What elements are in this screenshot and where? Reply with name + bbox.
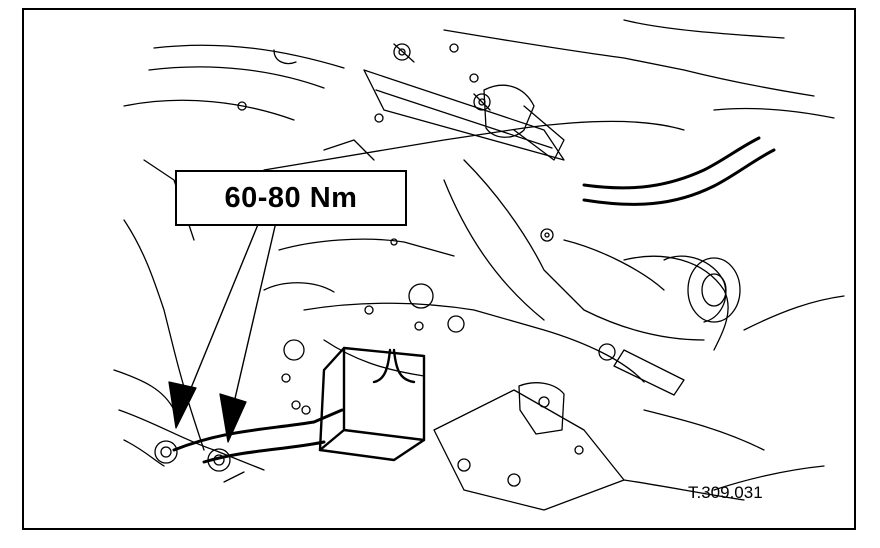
figure-reference: T.309.031 [688,483,763,502]
arrow-down-icon [168,381,247,443]
hose [582,136,776,206]
lower-right-plate [433,382,825,511]
engine-casting [263,120,685,415]
rubber-mount [318,346,426,462]
upper-contours [123,19,835,161]
torque-label: 60-80 Nm [175,170,407,226]
mounting-bar [363,43,565,161]
knuckle [598,255,845,396]
cable [172,408,344,464]
diagram-frame: 60-80 Nm T.309.031 [22,8,856,530]
mechanical-drawing [113,19,845,511]
bracket-arm [443,84,729,351]
callout-leaders [181,221,277,421]
